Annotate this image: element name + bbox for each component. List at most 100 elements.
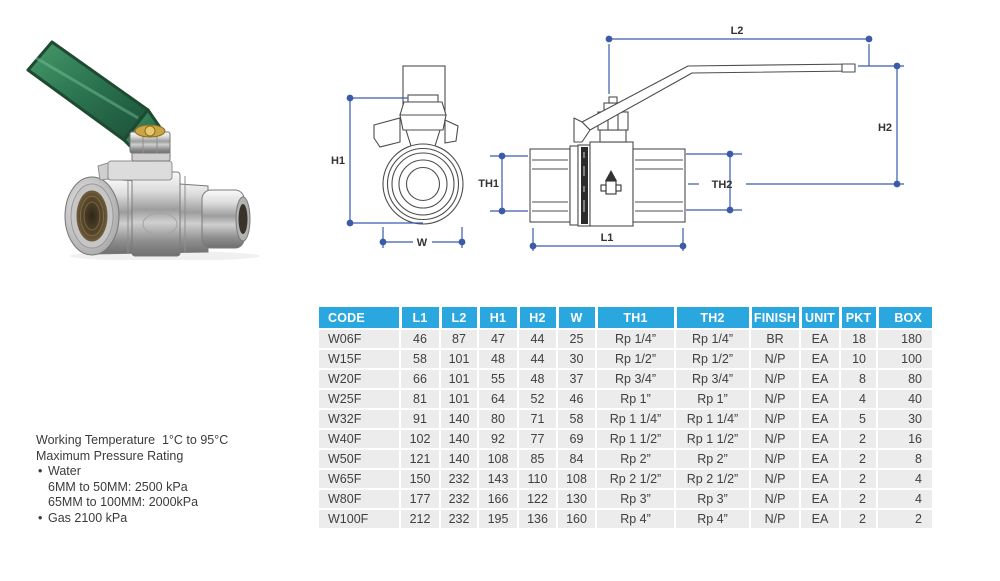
table-cell: N/P <box>750 389 801 410</box>
dim-label-th2: TH2 <box>712 179 733 191</box>
valve-body <box>91 171 251 257</box>
table-cell: EA <box>800 389 841 410</box>
table-cell: EA <box>800 489 841 510</box>
table-cell: Rp 2” <box>675 449 751 470</box>
table-cell: 4 <box>877 489 932 510</box>
table-cell: 122 <box>518 489 558 510</box>
technical-notes: Working Temperature 1°C to 95°C Maximum … <box>36 433 228 527</box>
side-view-dimensions <box>490 35 904 251</box>
table-cell: 47 <box>478 329 519 350</box>
table-cell: Rp 1 1/2” <box>675 429 751 450</box>
working-temperature-note: Working Temperature 1°C to 95°C <box>36 433 229 447</box>
table-cell: 150 <box>400 469 441 490</box>
table-cell: 44 <box>518 329 558 350</box>
table-cell: 2 <box>840 469 878 490</box>
table-cell: 58 <box>557 409 597 430</box>
column-header-h2: H2 <box>518 307 559 330</box>
table-cell: Rp 3/4” <box>675 369 751 390</box>
bullet-icon: • <box>38 510 43 525</box>
table-cell: 10 <box>840 349 878 370</box>
table-cell: 110 <box>518 469 558 490</box>
table-cell: 130 <box>557 489 597 510</box>
table-cell: W65F <box>319 469 401 490</box>
table-cell: N/P <box>750 409 801 430</box>
table-cell: 18 <box>840 329 878 350</box>
table-cell: W80F <box>319 489 401 510</box>
table-cell: 69 <box>557 429 597 450</box>
table-cell: 64 <box>478 389 519 410</box>
table-cell: 52 <box>518 389 558 410</box>
table-cell: N/P <box>750 489 801 510</box>
table-cell: W15F <box>319 349 401 370</box>
table-cell: 46 <box>557 389 597 410</box>
table-cell: 2 <box>840 489 878 510</box>
table-cell: 140 <box>440 449 479 470</box>
table-cell: 4 <box>877 469 932 490</box>
table-cell: 166 <box>478 489 519 510</box>
body-stamp <box>142 212 178 236</box>
table-cell: Rp 1/2” <box>596 349 676 370</box>
table-cell: 5 <box>840 409 878 430</box>
dim-label-h2: H2 <box>878 122 892 134</box>
table-cell: Rp 1 1/4” <box>596 409 676 430</box>
table-cell: Rp 2 1/2” <box>596 469 676 490</box>
dim-label-l1: L1 <box>601 232 614 244</box>
table-cell: EA <box>800 329 841 350</box>
table-cell: EA <box>800 369 841 390</box>
dim-label-h1: H1 <box>331 155 345 167</box>
bullet-icon: • <box>38 464 43 479</box>
water-rating-line-1: 6MM to 50MM: 2500 kPa <box>48 479 188 494</box>
table-cell: 8 <box>840 369 878 390</box>
table-cell: N/P <box>750 349 801 370</box>
table-cell: EA <box>800 409 841 430</box>
table-cell: 58 <box>400 349 441 370</box>
table-cell: Rp 1 1/2” <box>596 429 676 450</box>
table-cell: EA <box>800 509 841 528</box>
table-cell: Rp 4” <box>596 509 676 528</box>
table-cell: 2 <box>840 449 878 470</box>
table-cell: 37 <box>557 369 597 390</box>
table-cell: 2 <box>840 429 878 450</box>
thread-hole <box>76 190 108 242</box>
table-cell: 232 <box>440 469 479 490</box>
table-cell: 101 <box>440 349 479 370</box>
pressure-rating-heading: Maximum Pressure Rating <box>36 448 184 463</box>
product-photo <box>26 40 260 260</box>
table-cell: Rp 2” <box>596 449 676 470</box>
dim-label-th1: TH1 <box>478 178 499 190</box>
table-cell: W06F <box>319 329 401 350</box>
water-bullet-row: • Water <box>36 464 228 480</box>
stem-nut <box>129 124 171 162</box>
flow-arrow <box>605 170 617 181</box>
table-cell: 87 <box>440 329 479 350</box>
table-cell: 101 <box>440 389 479 410</box>
water-label: Water <box>48 464 81 479</box>
body-marking-band <box>581 147 588 224</box>
table-cell: 92 <box>478 429 519 450</box>
table-cell: Rp 1” <box>596 389 676 410</box>
table-cell: 108 <box>557 469 597 490</box>
table-cell: 25 <box>557 329 597 350</box>
stem-screw <box>144 125 156 137</box>
bracket-lug-left <box>373 117 401 148</box>
table-cell: 84 <box>557 449 597 470</box>
table-cell: N/P <box>750 509 801 528</box>
table-cell: BR <box>750 329 801 350</box>
table-cell: N/P <box>750 469 801 490</box>
table-cell: Rp 1” <box>675 389 751 410</box>
table-cell: 232 <box>440 509 479 528</box>
table-cell: 48 <box>478 349 519 370</box>
column-header-l2: L2 <box>440 307 480 330</box>
table-cell: 140 <box>440 409 479 430</box>
column-header-code: CODE <box>319 307 402 330</box>
